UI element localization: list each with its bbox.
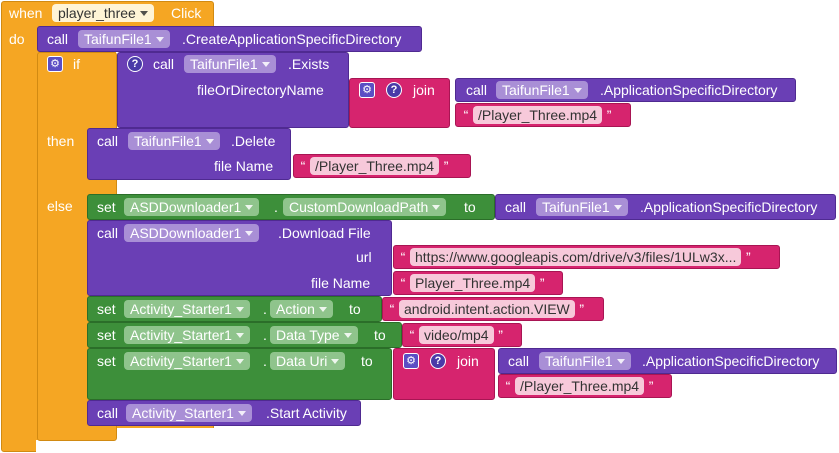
action-string-value[interactable]: android.intent.action.VIEW <box>399 300 575 318</box>
delete-call-label: call <box>97 133 119 149</box>
set-path-set-label: set <box>97 199 116 215</box>
delete-string[interactable]: “/Player_Three.mp4” <box>300 157 449 175</box>
exists-component-dropdown[interactable]: TaifunFile1 <box>184 55 276 73</box>
download-call-label: call <box>97 225 119 241</box>
uri-call-label: call <box>508 353 530 369</box>
uri-string-value[interactable]: /Player_Three.mp4 <box>515 377 645 395</box>
start-call-label: call <box>97 405 119 421</box>
help-icon[interactable]: ? <box>386 82 402 98</box>
url-string-value[interactable]: https://www.googleapis.com/drive/v3/file… <box>410 248 742 266</box>
start-method-label: .Start Activity <box>266 405 347 421</box>
set-action-component-dropdown[interactable]: Activity_Starter1 <box>124 300 250 318</box>
set-uri-to-label: to <box>361 353 373 369</box>
delete-component-dropdown[interactable]: TaifunFile1 <box>128 132 220 150</box>
join-method-label: .ApplicationSpecificDirectory <box>600 82 778 98</box>
create-component-dropdown[interactable]: TaifunFile1 <box>78 30 170 48</box>
set-action-dot: . <box>263 301 267 317</box>
url-string[interactable]: “https://www.googleapis.com/drive/v3/fil… <box>400 248 751 266</box>
download-component-dropdown[interactable]: ASDDownloader1 <box>124 224 260 242</box>
join-label: join <box>413 82 435 98</box>
if-label: if <box>73 56 80 72</box>
create-method-label: .CreateApplicationSpecificDirectory <box>182 31 402 47</box>
set-action-property-dropdown[interactable]: Action <box>270 300 333 318</box>
delete-method-label: .Delete <box>231 133 276 149</box>
set-path-call-label: call <box>505 199 527 215</box>
event-name-label: Click <box>171 5 202 21</box>
set-uri-dot: . <box>263 353 267 369</box>
uri-method-label: .ApplicationSpecificDirectory <box>642 353 820 369</box>
gear-icon[interactable]: ⚙ <box>403 353 419 369</box>
set-uri-set-label: set <box>97 353 116 369</box>
action-string[interactable]: “android.intent.action.VIEW” <box>389 300 585 318</box>
delete-string-value[interactable]: /Player_Three.mp4 <box>310 157 440 175</box>
set-path-to-label: to <box>464 199 476 215</box>
set-type-set-label: set <box>97 327 116 343</box>
then-label: then <box>47 133 75 149</box>
set-uri-component-dropdown[interactable]: Activity_Starter1 <box>124 352 250 370</box>
set-type-property-dropdown[interactable]: Data Type <box>270 326 358 344</box>
delete-param-label: file Name <box>214 158 274 174</box>
exists-method-label: .Exists <box>288 56 330 72</box>
uri-string[interactable]: “/Player_Three.mp4” <box>505 377 654 395</box>
set-type-to-label: to <box>374 327 386 343</box>
set-path-dot: . <box>274 199 278 215</box>
event-component-dropdown[interactable]: player_three <box>52 4 154 22</box>
type-string-value[interactable]: video/mp4 <box>419 326 494 344</box>
help-icon[interactable]: ? <box>127 56 143 72</box>
do-label: do <box>9 31 25 47</box>
set-uri-property-dropdown[interactable]: Data Uri <box>270 352 346 370</box>
set-type-component-dropdown[interactable]: Activity_Starter1 <box>124 326 250 344</box>
join-string-value[interactable]: /Player_Three.mp4 <box>473 106 603 124</box>
uri-component-dropdown[interactable]: TaifunFile1 <box>539 352 631 370</box>
set-path-component-dropdown[interactable]: ASDDownloader1 <box>124 198 260 216</box>
file-string-value[interactable]: Player_Three.mp4 <box>410 274 536 292</box>
set-action-to-label: to <box>349 301 361 317</box>
join-call-label: call <box>466 82 488 98</box>
set-action-set-label: set <box>97 301 116 317</box>
help-icon[interactable]: ? <box>430 353 446 369</box>
set-path-value-method-label: .ApplicationSpecificDirectory <box>640 199 818 215</box>
set-type-dot: . <box>263 327 267 343</box>
start-component-dropdown[interactable]: Activity_Starter1 <box>126 404 252 422</box>
else-label: else <box>47 198 73 214</box>
download-file-label: file Name <box>311 275 371 291</box>
when-label: when <box>9 5 43 21</box>
uri-join-label: join <box>457 353 479 369</box>
gear-icon[interactable]: ⚙ <box>359 82 375 98</box>
join-component-dropdown[interactable]: TaifunFile1 <box>496 81 588 99</box>
download-url-label: url <box>356 249 372 265</box>
create-call-label: call <box>47 31 69 47</box>
set-path-property-dropdown[interactable]: CustomDownloadPath <box>283 198 447 216</box>
exists-call-label: call <box>153 56 175 72</box>
set-path-value-component-dropdown[interactable]: TaifunFile1 <box>536 198 628 216</box>
download-method-label: .Download File <box>278 225 371 241</box>
exists-param-label: fileOrDirectoryName <box>197 82 324 98</box>
join-string[interactable]: “/Player_Three.mp4” <box>463 106 612 124</box>
type-string[interactable]: “video/mp4” <box>409 326 503 344</box>
gear-icon[interactable]: ⚙ <box>47 56 63 72</box>
file-string[interactable]: “Player_Three.mp4” <box>400 274 545 292</box>
